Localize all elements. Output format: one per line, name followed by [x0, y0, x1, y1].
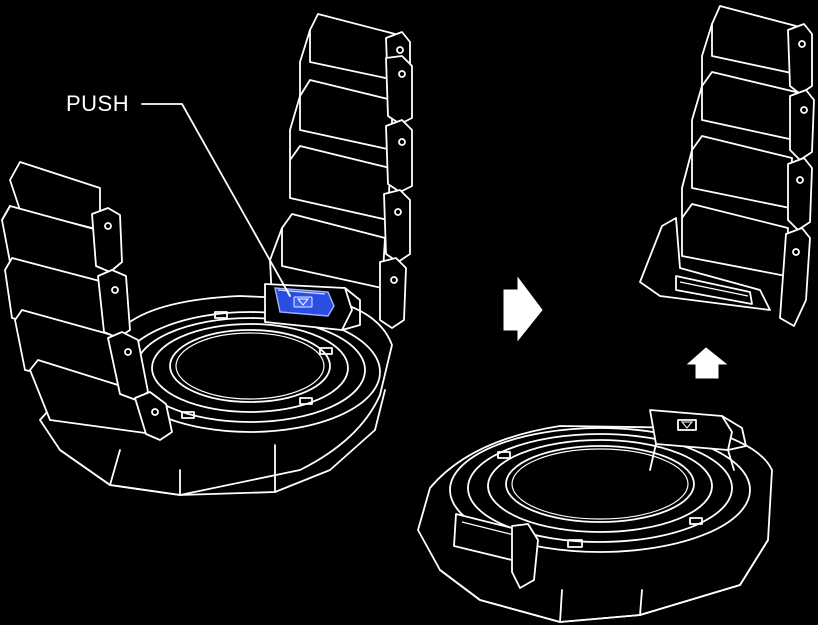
- push-button[interactable]: [274, 287, 335, 317]
- right-band: [269, 13, 413, 329]
- left-band: [1, 161, 173, 441]
- detached-band: [639, 5, 815, 327]
- left-watch: [1, 13, 413, 496]
- push-leader-line: [141, 103, 291, 297]
- arrow-right-icon: [503, 276, 543, 342]
- arrow-up-icon: [686, 347, 728, 379]
- triangle-down-icon: [680, 421, 694, 429]
- triangle-down-icon: [296, 298, 310, 306]
- push-label: PUSH: [66, 91, 130, 116]
- right-watch: [417, 409, 773, 623]
